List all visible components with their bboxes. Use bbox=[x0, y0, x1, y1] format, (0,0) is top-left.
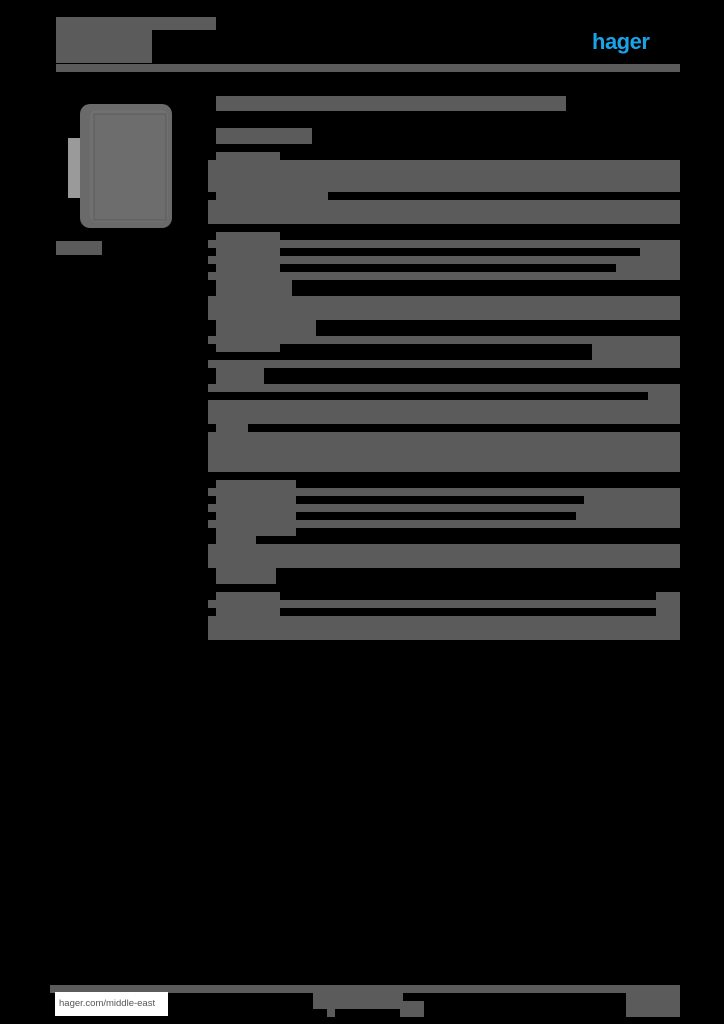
spec-row bbox=[208, 600, 680, 608]
spec-value bbox=[648, 392, 680, 400]
spec-block bbox=[208, 400, 680, 424]
spec-row bbox=[208, 520, 680, 528]
spec-label bbox=[216, 192, 328, 200]
spec-row bbox=[208, 240, 680, 248]
spec-block bbox=[208, 160, 680, 192]
spec-label bbox=[216, 568, 276, 584]
spec-block bbox=[208, 616, 680, 640]
footer-url-link[interactable]: hager.com/middle-east bbox=[55, 992, 168, 1016]
spec-value bbox=[584, 496, 680, 504]
spec-block bbox=[208, 200, 680, 224]
spec-block bbox=[208, 544, 680, 568]
product-image bbox=[68, 104, 172, 228]
spec-row bbox=[208, 504, 680, 512]
spec-value bbox=[616, 264, 680, 272]
footer-rule bbox=[50, 985, 680, 993]
product-caption bbox=[56, 241, 102, 255]
spec-label bbox=[216, 536, 256, 544]
spec-value bbox=[640, 248, 680, 256]
spec-row bbox=[208, 384, 680, 392]
footer-center-text3 bbox=[400, 1001, 424, 1017]
header-title-line2 bbox=[56, 30, 152, 63]
product-heading bbox=[216, 96, 566, 111]
spec-value bbox=[656, 592, 680, 616]
spec-row bbox=[208, 360, 680, 368]
spec-block bbox=[208, 296, 680, 320]
spec-label bbox=[216, 320, 316, 336]
spec-value bbox=[592, 344, 680, 360]
spec-row bbox=[208, 488, 680, 496]
spec-row bbox=[208, 336, 680, 344]
footer-center-text bbox=[313, 993, 403, 1009]
spec-row bbox=[208, 256, 680, 264]
spec-block bbox=[208, 432, 680, 472]
product-subheading bbox=[216, 128, 312, 144]
hager-logo: hager bbox=[592, 29, 650, 54]
spec-label bbox=[216, 424, 248, 432]
header-rule bbox=[56, 64, 680, 72]
section-label bbox=[216, 152, 280, 162]
footer-center-text2 bbox=[327, 1009, 335, 1017]
spec-row bbox=[208, 272, 680, 280]
footer-page-number bbox=[626, 993, 680, 1017]
spec-label bbox=[216, 280, 292, 296]
header-title-line1 bbox=[56, 17, 216, 30]
